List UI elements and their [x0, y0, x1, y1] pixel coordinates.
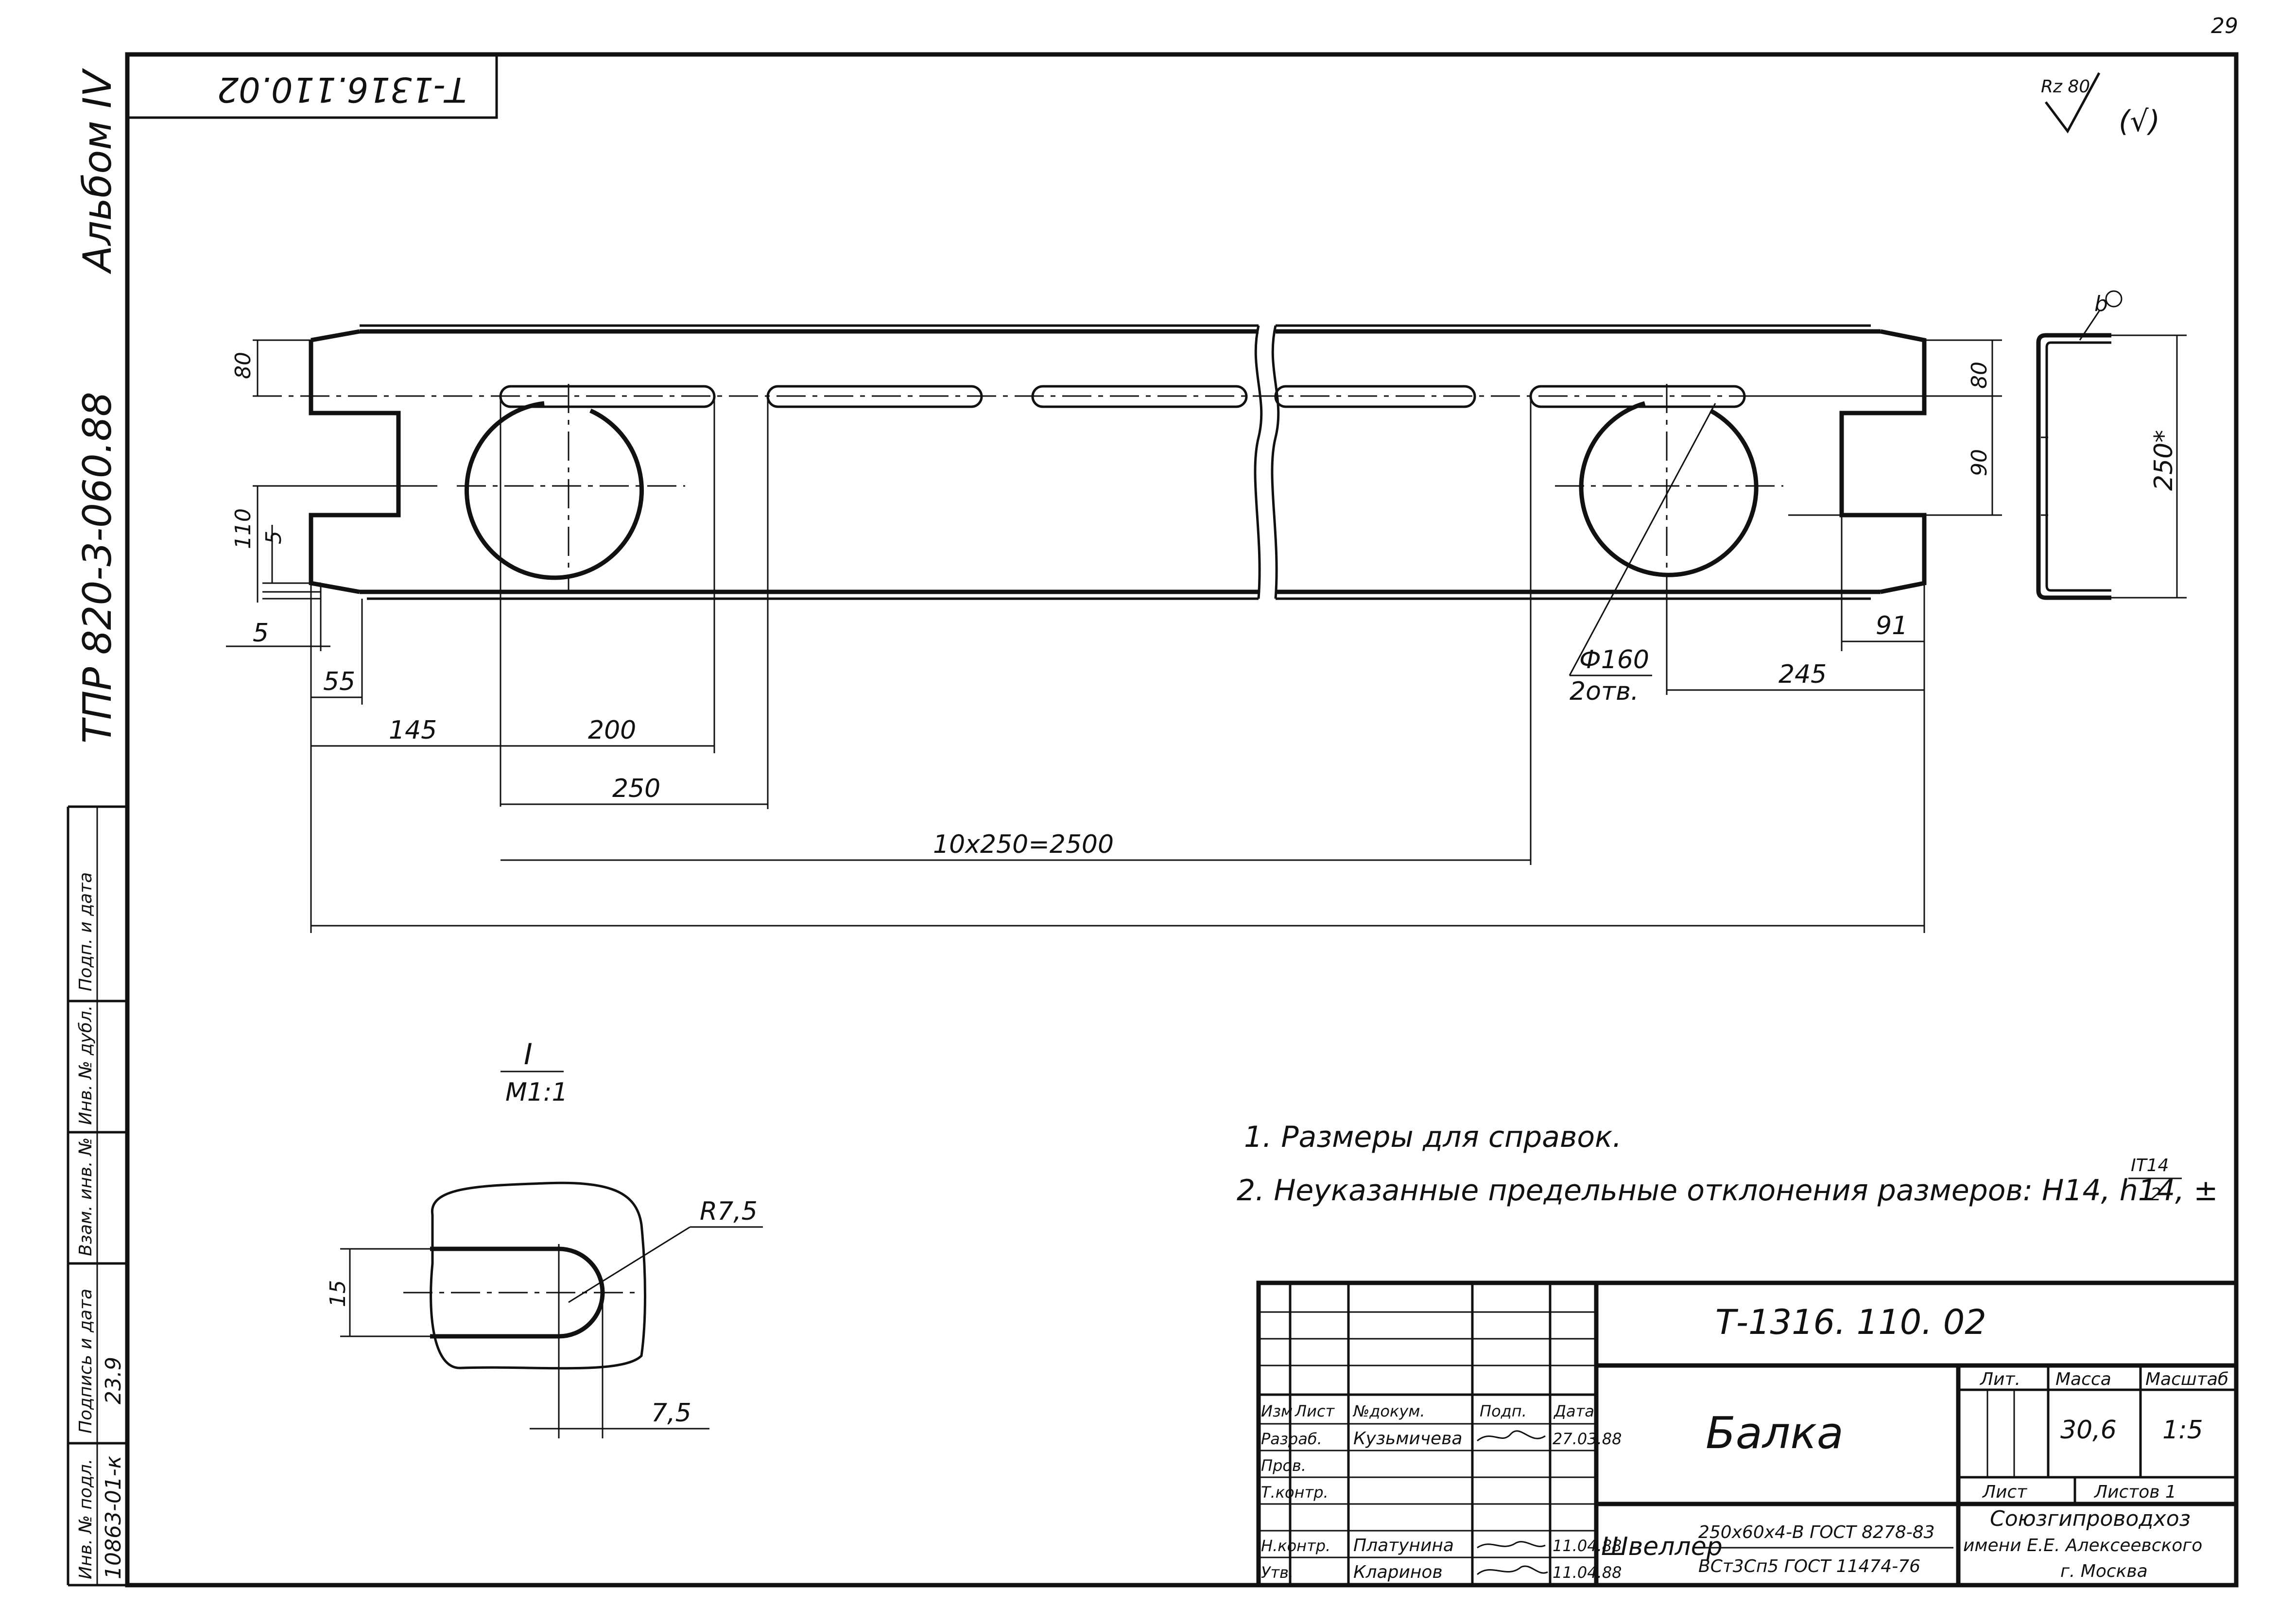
dim-5-v: 5: [261, 531, 286, 544]
note-2: 2. Неуказанные предельные отклонения раз…: [1237, 1174, 2218, 1208]
dim-80-right: 80: [1967, 362, 1992, 389]
hole-count: 2отв.: [1570, 677, 1639, 706]
detail-scale: М1:1: [505, 1078, 568, 1107]
stamp-role-nkontr: Н.контр.: [1261, 1537, 1330, 1555]
dim-5-h: 5: [253, 619, 269, 648]
stamp-date-razrab: 27.03.88: [1553, 1430, 1622, 1448]
channel-section: 250* b: [2036, 290, 2187, 600]
roughness-other: (√): [2119, 104, 2160, 138]
note-fraction-den: 2: [2150, 1185, 2161, 1205]
dim-200: 200: [588, 716, 636, 745]
dim-80-left: 80: [231, 352, 256, 379]
page-number: 29: [2211, 14, 2238, 38]
roughness-value: Rz 80: [2041, 77, 2090, 97]
stamp-mass-label: Масса: [2055, 1369, 2111, 1389]
roughness-symbol: Rz 80 (√): [2041, 72, 2160, 138]
stamp-head-izm: Изм: [1261, 1402, 1293, 1420]
stamp-mass: 30,6: [2060, 1416, 2117, 1445]
stamp-person-nkontr: Платунина: [1353, 1536, 1454, 1555]
stamp-role-tkontr: Т.контр.: [1261, 1483, 1329, 1502]
stamp-org-2: имени Е.Е. Алексеевского: [1963, 1536, 2202, 1555]
hole-diameter: Ф160: [1579, 645, 1649, 674]
strip-label-vzam-inv: Взам. инв. №: [76, 1138, 96, 1256]
stamp-code: Т-1316. 110. 02: [1715, 1302, 1986, 1342]
note-fraction-num: IT14: [2131, 1156, 2169, 1175]
stamp-head-doc: №докум.: [1352, 1402, 1425, 1420]
stamp-role-razrab: Разраб.: [1261, 1430, 1322, 1448]
stamp-person-utv: Кларинов: [1353, 1562, 1443, 1582]
stamp-scale: 1:5: [2162, 1416, 2203, 1445]
stamp-date-utv: 11.04.88: [1553, 1563, 1622, 1582]
stamp-head-sign: Подп.: [1480, 1402, 1527, 1420]
dim-90: 90: [1967, 449, 1992, 476]
hole-right: [1579, 401, 1759, 577]
dim-145: 145: [389, 716, 437, 745]
signature-utv: [1477, 1565, 1548, 1575]
stamp-sheet-label: Лист: [1982, 1482, 2027, 1502]
stamp-sheets-label: Листов 1: [2093, 1482, 2176, 1502]
dim-2500: 10x250=2500: [933, 830, 1114, 859]
strip-value-sign: 23.9: [101, 1357, 126, 1404]
beam-elevation: [253, 324, 1953, 600]
stamp-material-bottom: ВСт3Сп5 ГОСТ 11474-76: [1698, 1556, 1920, 1576]
dimensions: 80 110 5 5 55 145 200 250 10x250=2500: [226, 339, 2002, 933]
b-mark: b: [2094, 292, 2108, 316]
left-strip-labels: Подп. и дата Инв. № дубл. Взам. инв. № П…: [76, 872, 126, 1579]
stamp-head-list: Лист: [1295, 1402, 1335, 1420]
hole-left: [465, 401, 644, 580]
dim-250-section: 250*: [2149, 430, 2178, 491]
detail-radius: R7,5: [700, 1197, 758, 1226]
detail-dim-75: 7,5: [651, 1399, 691, 1428]
slot-3: [1031, 385, 1248, 408]
stamp-head-date: Дата: [1553, 1402, 1594, 1420]
signature-razrab: [1477, 1430, 1546, 1442]
strip-label-podpis-data: Подпись и дата: [76, 1289, 96, 1434]
stamp-role-utv: Утв.: [1261, 1563, 1294, 1582]
stamp-role-prov: Пров.: [1261, 1456, 1306, 1475]
stamp-lit-label: Лит.: [1979, 1369, 2020, 1389]
series-title: ТПР 820-3-060.88: [75, 392, 120, 743]
title-block: Т-1316. 110. 02 Балка Изм Лист №докум. П…: [1256, 1280, 2239, 1588]
stamp-date-nkontr: 11.04.88: [1553, 1537, 1622, 1555]
stamp-org-1: Союзгипроводхоз: [1990, 1506, 2191, 1531]
dim-245: 245: [1778, 660, 1827, 689]
slot-4: [1274, 385, 1476, 408]
sheet-frame: [125, 52, 2239, 1588]
stamp-scale-label: Масштаб: [2145, 1369, 2228, 1389]
strip-value-inv: 10863-01-к: [101, 1455, 126, 1579]
detail-label: I: [524, 1037, 533, 1071]
stamp-material-top: 250х60х4-В ГОСТ 8278-83: [1698, 1522, 1935, 1542]
stamp-material-label: Швеллер: [1601, 1532, 1723, 1561]
detail-view: I М1:1 15 7,5 R7,5: [326, 1037, 763, 1438]
dim-250: 250: [612, 774, 660, 803]
detail-dim-15: 15: [326, 1280, 350, 1307]
strip-label-inv-dubl: Инв. № дубл.: [76, 1005, 96, 1125]
strip-label-inv-podl: Инв. № подл.: [76, 1459, 96, 1579]
notes: 1. Размеры для справок. 2. Неуказанные п…: [1237, 1120, 2218, 1208]
stamp-org-3: г. Москва: [2060, 1561, 2148, 1581]
strip-label-podp-data: Подп. и дата: [76, 872, 96, 991]
dim-110: 110: [231, 508, 256, 549]
note-1: 1. Размеры для справок.: [1244, 1120, 1622, 1154]
stamp-person-razrab: Кузьмичева: [1353, 1429, 1462, 1449]
stamp-name: Балка: [1706, 1408, 1844, 1459]
dim-55: 55: [323, 667, 355, 696]
signature-nkontr: [1477, 1541, 1546, 1549]
album-title: Альбом IV: [75, 68, 120, 275]
dim-91: 91: [1876, 611, 1908, 640]
top-code: Т-1316.110.02: [217, 69, 466, 109]
